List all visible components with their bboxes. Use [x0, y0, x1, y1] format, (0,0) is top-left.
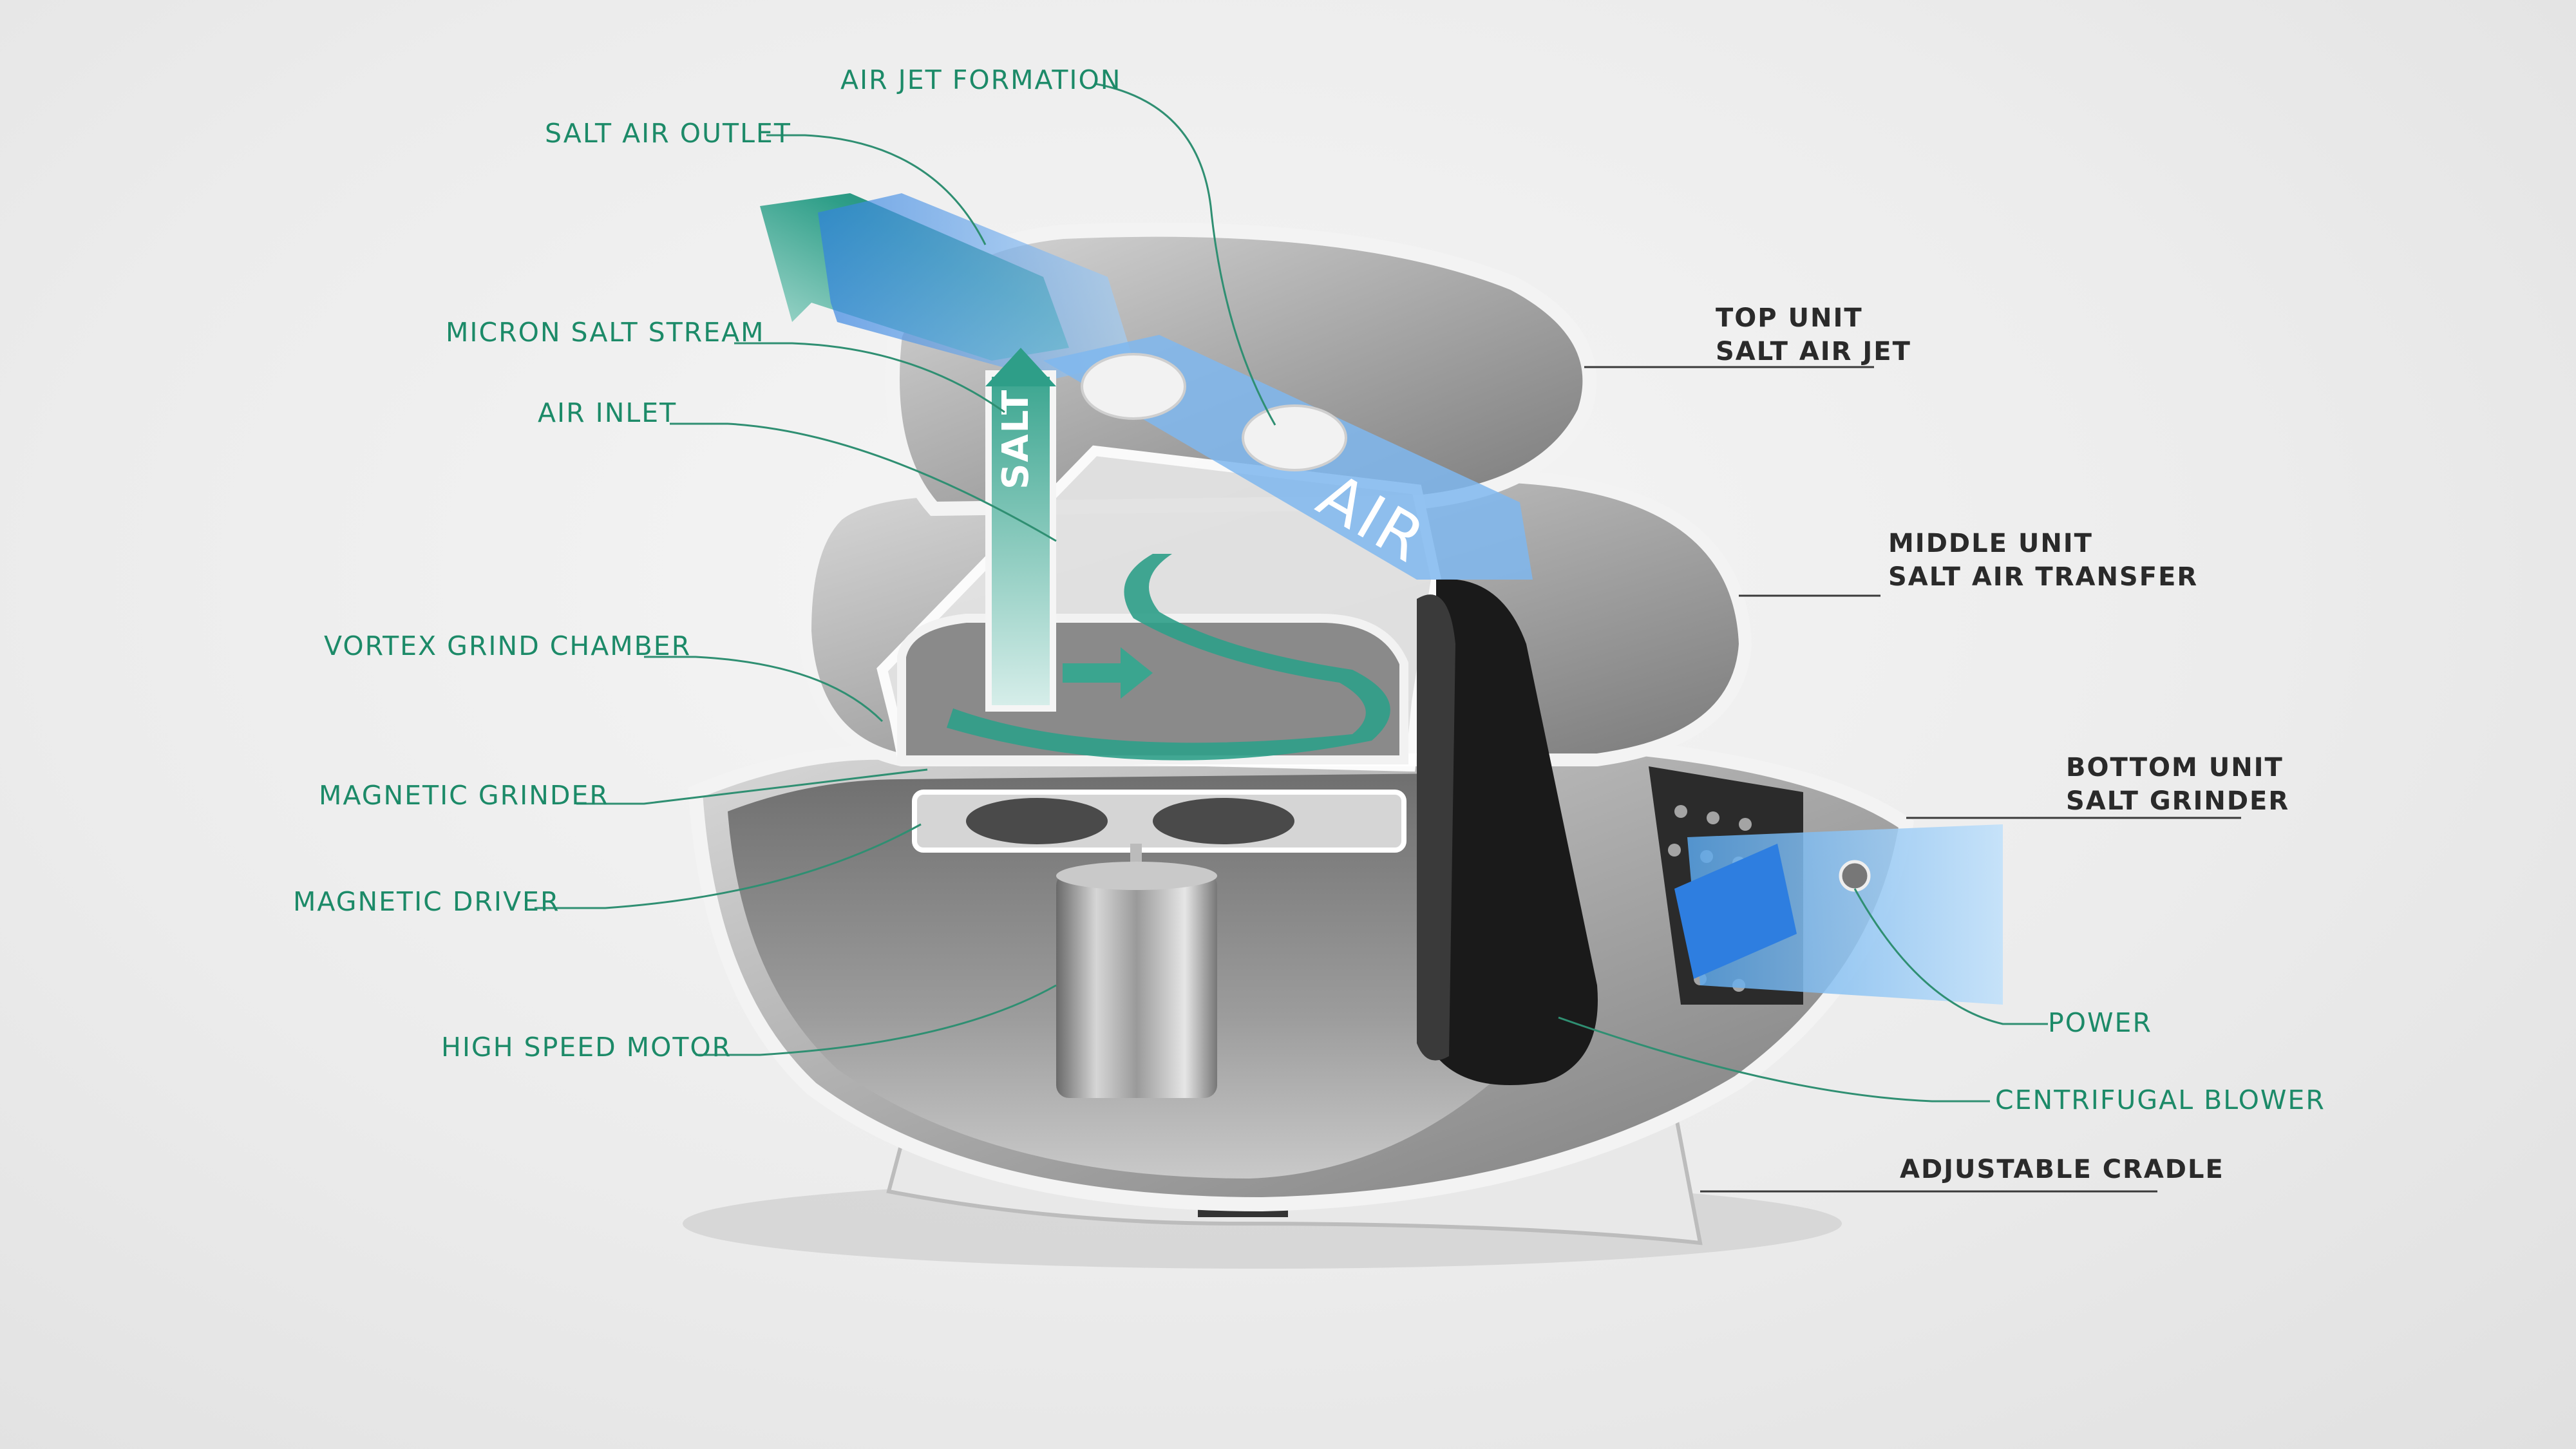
- leader-power: [1853, 888, 2048, 1025]
- label-high-speed-motor: HIGH SPEED MOTOR: [441, 1032, 732, 1063]
- label-bottom-unit-line1: BOTTOM UNIT: [2066, 753, 2284, 782]
- label-adjustable-cradle-text: ADJUSTABLE CRADLE: [1900, 1155, 2224, 1184]
- label-bottom-unit: BOTTOM UNIT SALT GRINDER: [2066, 751, 2289, 818]
- blue-intake-cells: [1674, 844, 1797, 979]
- vortex-inner-arrow: [1063, 647, 1153, 699]
- label-middle-unit-line1: MIDDLE UNIT: [1888, 529, 2093, 558]
- leader-magnetic-driver: [535, 823, 922, 909]
- label-middle-unit: MIDDLE UNIT SALT AIR TRANSFER: [1888, 527, 2198, 594]
- label-top-unit: TOP UNIT SALT AIR JET: [1716, 301, 1911, 368]
- leader-high-speed-motor: [696, 984, 1057, 1056]
- outlet-air-arrow: [818, 193, 1133, 380]
- leader-vortex-grind-chamber: [644, 656, 884, 723]
- magnet-disc-right: [1153, 798, 1294, 844]
- label-centrifugal-blower: CENTRIFUGAL BLOWER: [1995, 1084, 2325, 1115]
- leader-salt-air-outlet: [766, 134, 987, 245]
- leader-air-jet-formation: [1094, 82, 1276, 426]
- label-vortex-grind-chamber: VORTEX GRIND CHAMBER: [324, 630, 692, 661]
- label-power: POWER: [2048, 1007, 2152, 1038]
- leader-magnetic-grinder: [576, 768, 928, 805]
- vortex-swirl-arrow: [947, 554, 1390, 761]
- label-salt-air-outlet: SALT AIR OUTLET: [545, 118, 791, 149]
- label-adjustable-cradle: ADJUSTABLE CRADLE: [1900, 1153, 2224, 1186]
- leader-centrifugal-blower: [1558, 1016, 1990, 1103]
- label-micron-salt-stream: MICRON SALT STREAM: [446, 317, 765, 348]
- blower-rim: [1417, 594, 1455, 1061]
- salt-stream-arrow: [985, 348, 1056, 386]
- label-air-inlet: AIR INLET: [538, 397, 677, 428]
- label-bottom-unit-line2: SALT GRINDER: [2066, 786, 2290, 816]
- high-speed-motor-body: [1056, 873, 1217, 1098]
- leader-air-inlet: [670, 422, 1057, 542]
- leader-micron-salt-stream: [734, 342, 1005, 413]
- magnet-disc-left: [966, 798, 1108, 844]
- motor-top-cap: [1056, 862, 1217, 890]
- label-magnetic-grinder: MAGNETIC GRINDER: [319, 780, 609, 811]
- label-top-unit-line2: SALT AIR JET: [1716, 337, 1911, 366]
- label-middle-unit-line2: SALT AIR TRANSFER: [1888, 562, 2199, 592]
- label-air-jet-formation: AIR JET FORMATION: [840, 64, 1122, 95]
- label-top-unit-line1: TOP UNIT: [1716, 303, 1863, 333]
- label-magnetic-driver: MAGNETIC DRIVER: [293, 886, 560, 917]
- centrifugal-blower: [1436, 579, 1598, 1085]
- air-jet-nozzles: [1081, 353, 1347, 471]
